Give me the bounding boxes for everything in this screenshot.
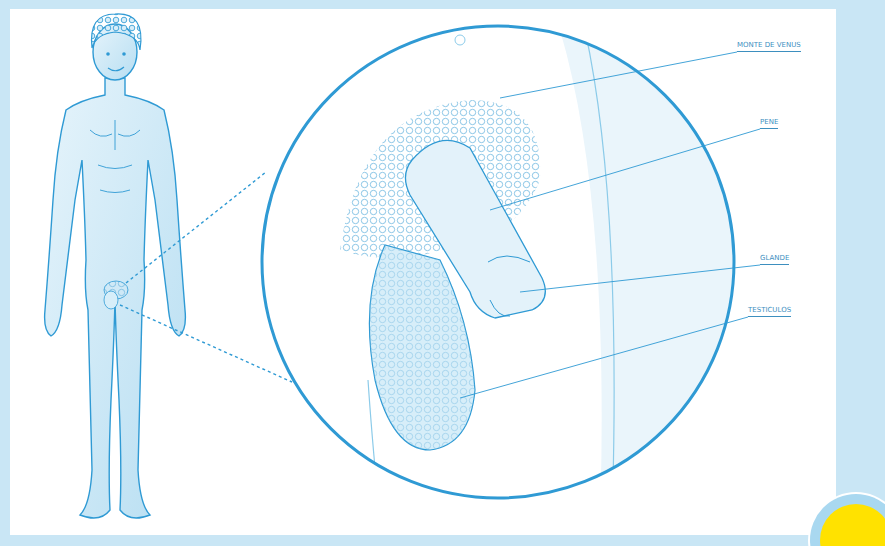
magnified-view — [262, 26, 760, 520]
leader-line — [460, 317, 748, 398]
zoom-line — [126, 172, 266, 283]
zoom-line — [120, 305, 292, 382]
hair — [91, 14, 140, 50]
thigh-shade — [560, 30, 760, 520]
human-figure — [45, 14, 186, 518]
badge-ring — [808, 492, 885, 546]
leader-line — [490, 129, 760, 210]
eye — [106, 52, 110, 56]
part-label: PENE — [760, 118, 778, 129]
leader-line — [500, 52, 737, 98]
corner-badge — [808, 492, 885, 546]
part-label: GLANDE — [760, 254, 789, 265]
thigh-line — [368, 380, 380, 520]
body-outline — [45, 78, 186, 518]
smile — [108, 67, 124, 71]
torso-lines — [90, 120, 140, 193]
groin-detail — [104, 291, 118, 309]
badge-sun — [820, 504, 885, 546]
lens-border — [262, 26, 734, 498]
scrotum-shape — [369, 245, 475, 450]
leader-line — [520, 265, 760, 292]
navel — [455, 35, 465, 45]
badge-ring-blue — [810, 494, 885, 546]
scrotum-texture — [369, 245, 475, 450]
part-label: MONTE DE VENUS — [737, 41, 801, 52]
thigh-line — [585, 30, 614, 520]
glans-detail — [488, 256, 530, 316]
white-panel — [10, 9, 836, 535]
part-label: TESTICULOS — [748, 306, 791, 317]
leader-lines — [460, 52, 760, 398]
eye — [122, 52, 126, 56]
